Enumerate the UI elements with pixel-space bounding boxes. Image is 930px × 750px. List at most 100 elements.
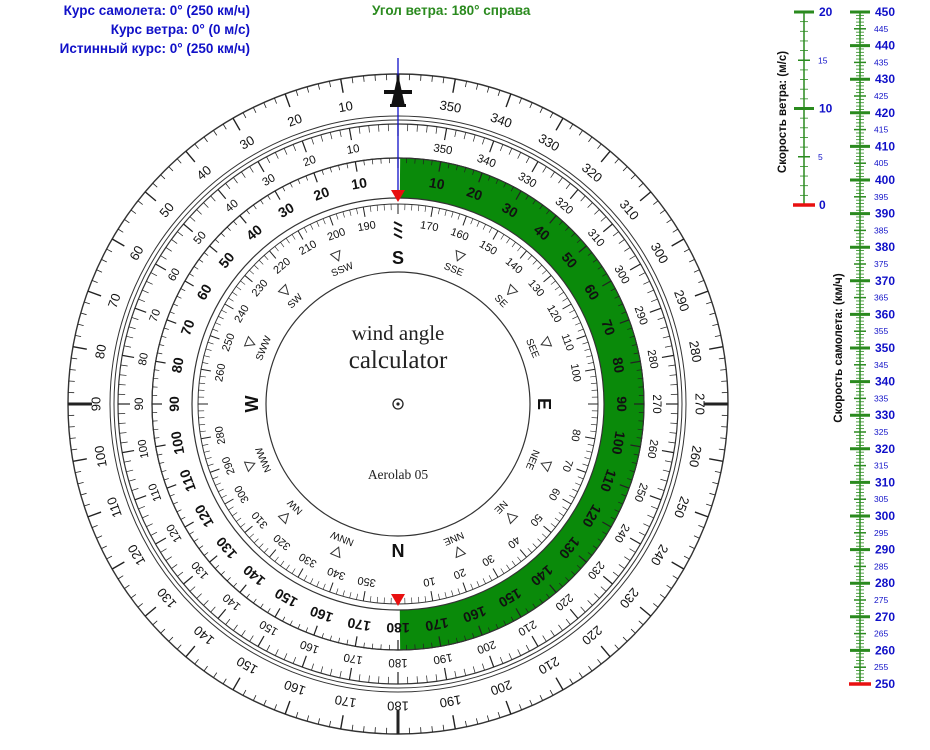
wind-angle-number: 80 [168, 356, 186, 374]
compass-degree-number: 10 [422, 574, 436, 588]
middle-course-number: 20 [302, 154, 318, 170]
outer-course-number: 180 [387, 699, 409, 714]
compass-degree-number: 280 [213, 425, 228, 445]
middle-course-number: 280 [645, 349, 660, 370]
wind-angle-number: 100 [167, 430, 187, 456]
wind-angle-number: 160 [461, 603, 489, 626]
compass-degree-number: 100 [568, 363, 583, 383]
outer-course-number: 100 [91, 444, 110, 468]
wind-angle-number: 70 [598, 317, 618, 337]
compass-degree-number: 260 [213, 363, 228, 383]
compass-degree-number: 350 [357, 574, 377, 589]
wind-angle-number: 100 [609, 430, 629, 456]
wind-angle-number: 170 [346, 615, 372, 635]
outer-course-number: 20 [285, 111, 304, 130]
outer-course-number: 70 [105, 291, 124, 310]
center-hub: wind angle calculator Aerolab 05 [265, 271, 531, 537]
middle-course-number: 60 [166, 266, 183, 283]
compass-cardinal-e: E [534, 398, 554, 410]
middle-course-number: 350 [432, 142, 453, 157]
compass-degree-number: 290 [220, 455, 238, 476]
direction-triangle-icon [455, 546, 467, 559]
center-title-line1: wind angle [352, 321, 445, 345]
compass-degree-number: 20 [452, 565, 468, 580]
compass-degree-number: 110 [559, 332, 576, 353]
wind-angle-number: 80 [609, 356, 627, 374]
compass-degree-number: 60 [546, 486, 563, 503]
true-course-readout: Истинный курс: 0° (250 км/ч) [59, 41, 250, 56]
wind-angle-number: 60 [581, 281, 603, 303]
outer-course-number: 250 [671, 495, 693, 521]
center-title-line2: calculator [349, 347, 448, 374]
wind-angle-number: 160 [307, 603, 335, 626]
middle-course-number: 100 [136, 438, 151, 459]
direction-triangle-icon [455, 249, 467, 262]
middle-course-number: 270 [650, 394, 662, 413]
compass-degree-number: 160 [449, 226, 470, 244]
wind-course-readout: Курс ветра: 0° (0 м/с) [110, 22, 250, 37]
outer-course-number: 280 [686, 340, 705, 364]
wind-angle-number: 10 [350, 174, 368, 192]
wind-angle-number: 10 [428, 174, 446, 192]
direction-triangle-icon [506, 512, 519, 525]
direction-triangle-icon [540, 461, 553, 473]
middle-course-number: 180 [388, 656, 407, 668]
outer-course-number: 200 [489, 677, 515, 699]
middle-course-number: 170 [343, 651, 364, 666]
wind-angle-number: 170 [424, 615, 450, 635]
direction-triangle-icon [329, 546, 341, 559]
wind-angle-number: 30 [275, 199, 297, 221]
outer-course-number: 30 [237, 132, 257, 152]
outer-course-number: 10 [337, 98, 354, 115]
direction-triangle-icon [506, 283, 519, 296]
direction-triangle-icon [243, 335, 256, 347]
brand-label: Aerolab 05 [368, 467, 429, 482]
compass-degree-number: 250 [220, 332, 238, 353]
center-pivot-icon [392, 398, 404, 410]
outer-course-number: 60 [126, 243, 146, 263]
wind-angle-number: 60 [193, 281, 215, 303]
wind-angle-number: 180 [386, 620, 410, 636]
compass-cardinal-w: W [242, 396, 262, 413]
middle-course-number: 70 [148, 308, 164, 324]
middle-course-number: 190 [432, 651, 453, 666]
outer-course-number: 90 [89, 397, 104, 411]
outer-course-number: 190 [438, 692, 462, 711]
center-pivot-dot [396, 402, 400, 406]
wind-angle-number: 90 [166, 396, 182, 412]
wind-sector [399, 158, 645, 650]
wind-angle-number: 20 [311, 183, 331, 203]
plane-course-readout: Курс самолета: 0° (250 км/ч) [63, 3, 250, 18]
outer-course-number: 80 [92, 343, 109, 360]
outer-course-number: 260 [686, 444, 705, 468]
compass-degree-number: 70 [559, 458, 574, 474]
wind-angle-number: 20 [465, 183, 485, 203]
middle-course-number: 110 [147, 482, 165, 503]
compass-cardinal-s: S [392, 248, 404, 268]
wind-angle-number: 70 [177, 317, 197, 337]
direction-triangle-icon [329, 249, 341, 262]
middle-course-number: 80 [137, 352, 151, 367]
compass-degree-number: 190 [357, 219, 377, 234]
wind-angle-number: 30 [499, 199, 521, 221]
outer-course-number: 290 [671, 288, 693, 314]
outer-course-number: 340 [489, 109, 515, 131]
compass-degree-number: 200 [326, 226, 347, 244]
outer-course-number: 270 [693, 393, 708, 415]
compass-cardinal-n: N [392, 540, 405, 560]
wind-arrow-icon [393, 221, 403, 239]
direction-triangle-icon [540, 335, 553, 347]
compass-degree-number: 80 [568, 428, 582, 442]
outer-course-number: 350 [438, 97, 462, 116]
middle-course-number: 90 [134, 398, 146, 411]
compass-degree-number: 30 [480, 552, 497, 569]
compass-degree-number: 340 [326, 564, 347, 582]
top-marker-icon [391, 190, 405, 202]
outer-course-number: 170 [334, 692, 358, 711]
heading-pointer[interactable] [384, 58, 412, 606]
outer-course-number: 110 [104, 495, 125, 520]
direction-triangle-icon [243, 461, 256, 473]
wind-angle-number: 90 [614, 396, 630, 412]
middle-course-number: 260 [645, 438, 660, 459]
